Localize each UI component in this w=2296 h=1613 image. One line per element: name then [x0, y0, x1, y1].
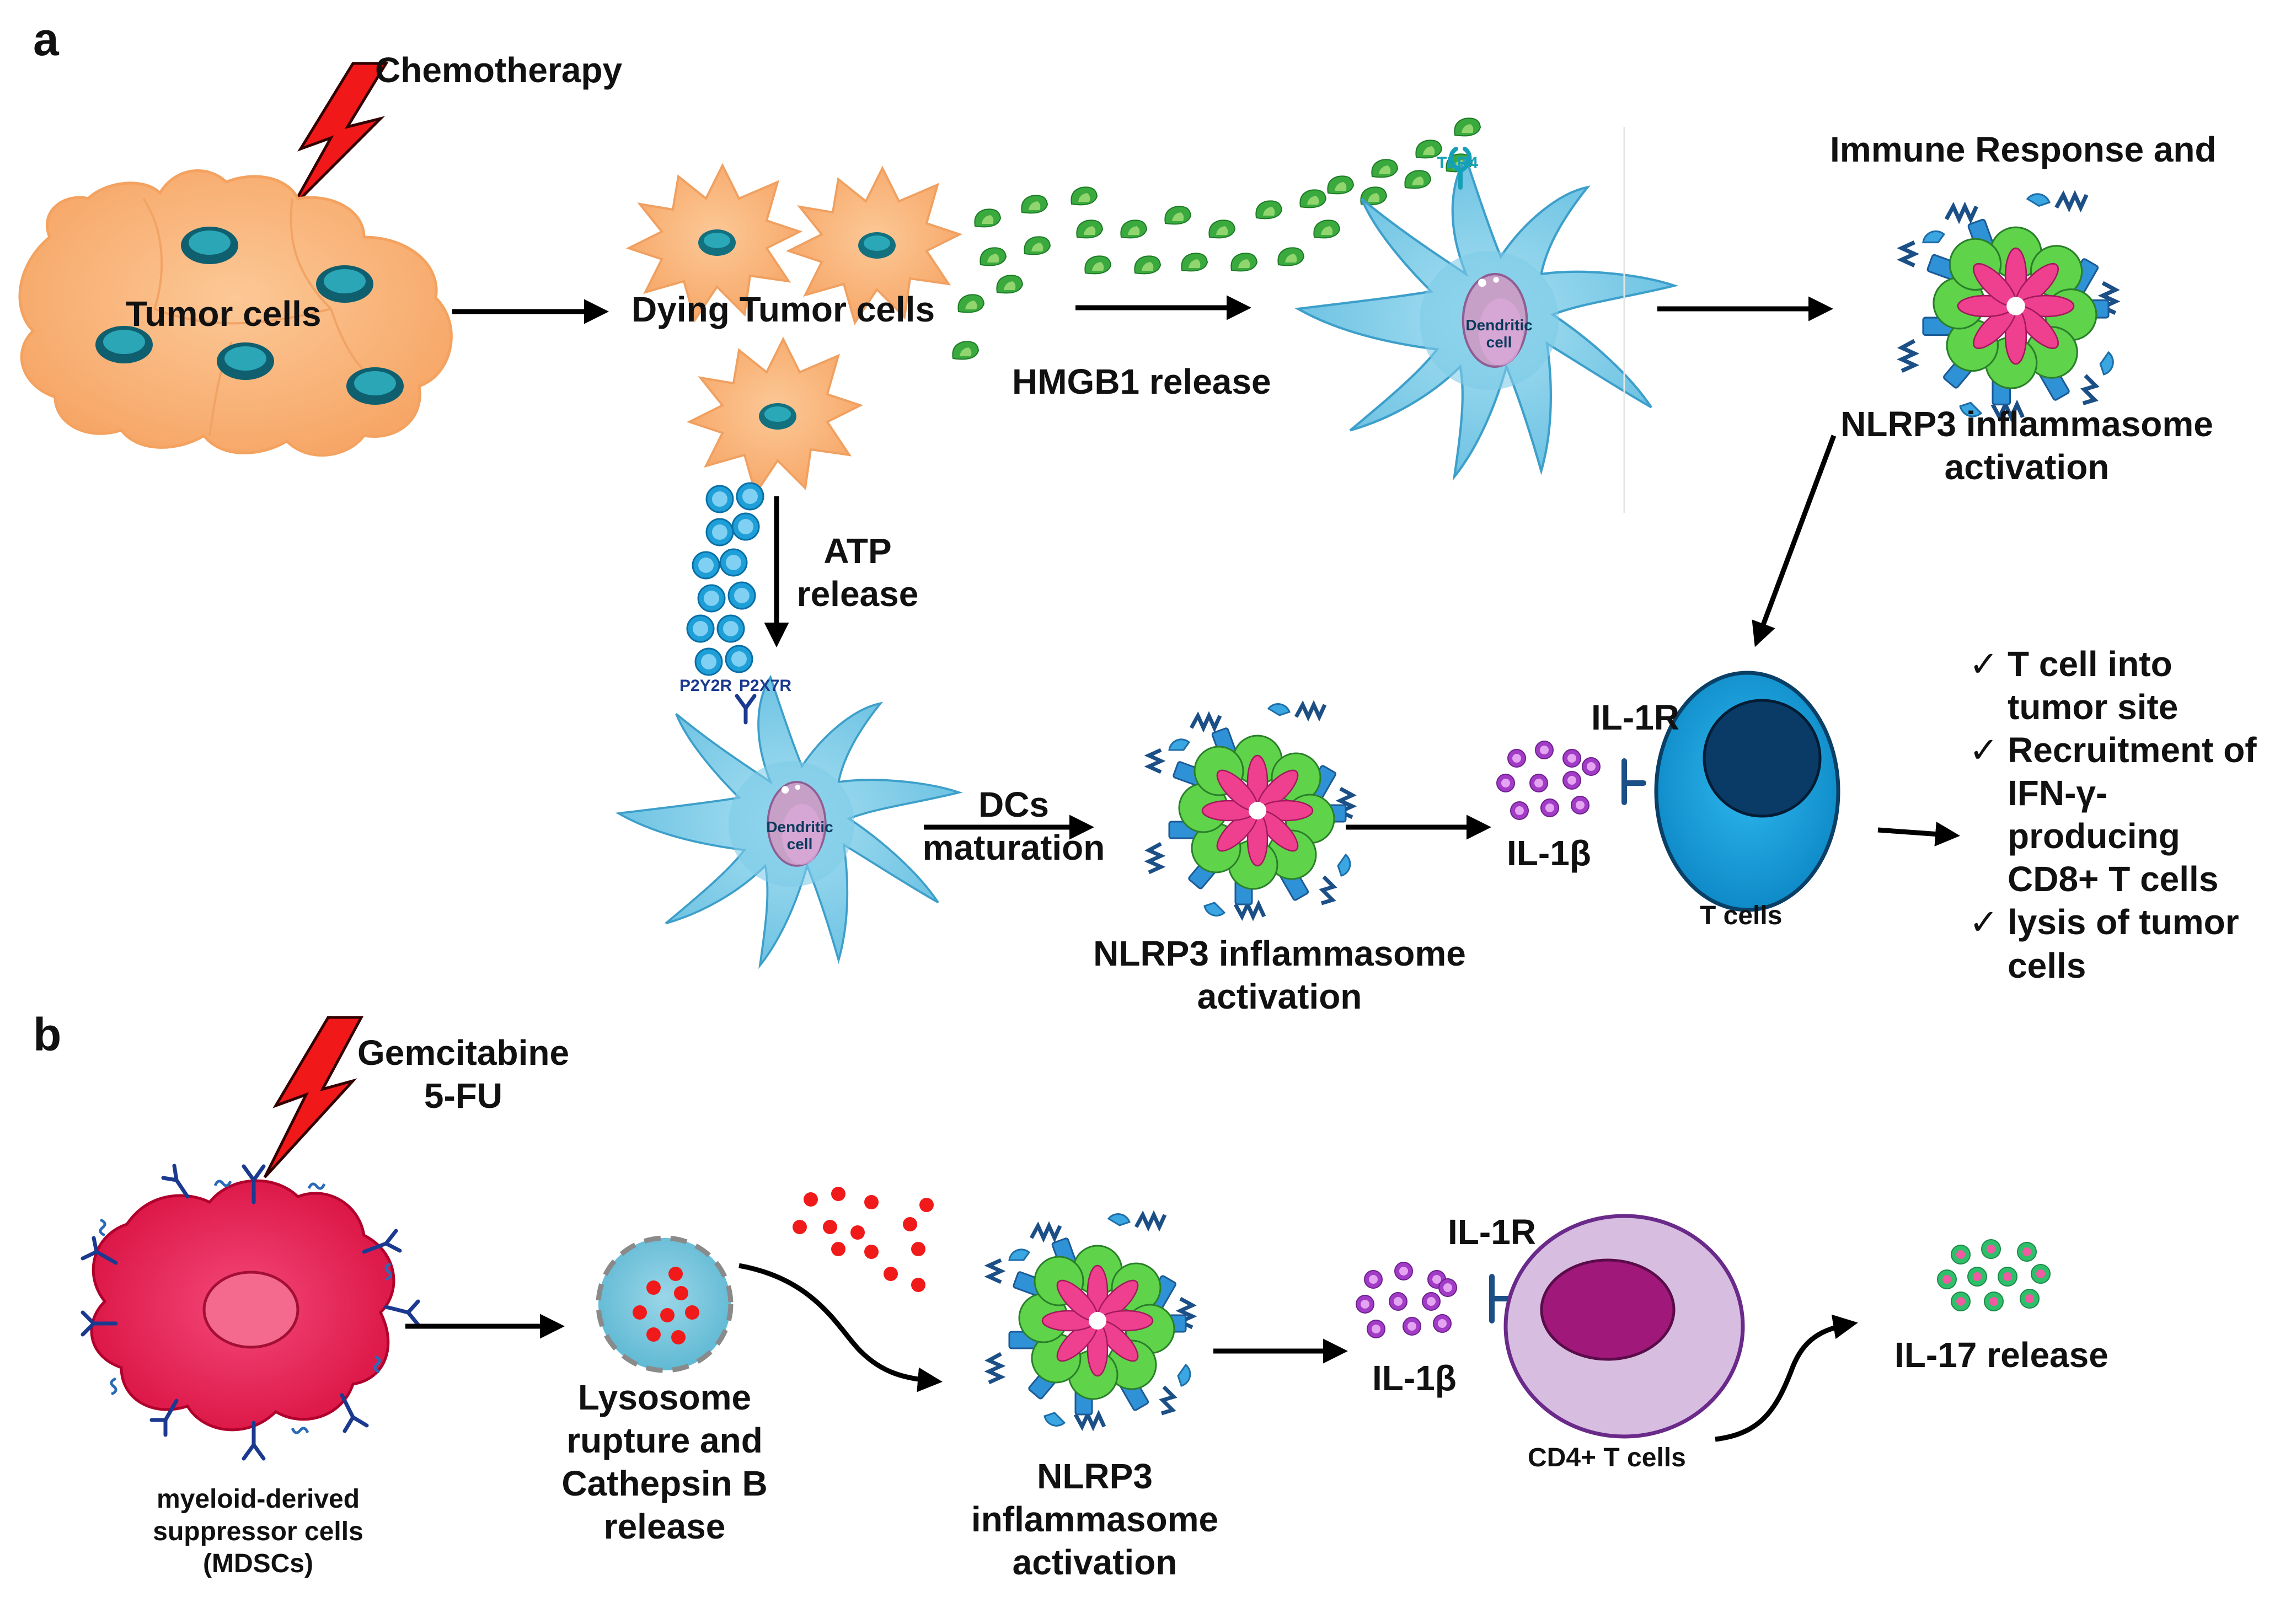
check-icon: ✓ — [1969, 644, 1999, 684]
lysosome-icon — [596, 1235, 734, 1373]
tlr4-label: TLR4 — [1437, 154, 1478, 172]
immune-response-label: Immune Response and — [1830, 130, 2217, 169]
il1b-label-b: IL-1β — [1372, 1358, 1457, 1398]
lysosome-label: Lysosome rupture and Cathepsin B release — [561, 1378, 768, 1547]
panel-a-label: a — [33, 13, 59, 65]
outcome-item: ✓ lysis of tumor cells — [1969, 901, 2257, 987]
inflammasome-icon — [989, 1214, 1192, 1427]
p2y2r-label: P2Y2R — [679, 677, 732, 695]
chemotherapy-label: Chemotherapy — [375, 50, 623, 90]
panel-b-label: b — [33, 1009, 62, 1060]
lightning-icon — [291, 62, 389, 208]
check-icon: ✓ — [1969, 902, 1999, 942]
drugs-label: Gemcitabine 5-FU — [357, 1033, 570, 1116]
dendritic-cell-top-label: Dendritic cell — [1465, 317, 1533, 351]
mdsc-label: myeloid-derived suppressor cells (MDSCs) — [153, 1485, 363, 1579]
nlrp3-bottom-label: NLRP3 inflammasome activation — [1093, 934, 1466, 1017]
dying-tumor-cells-label: Dying Tumor cells — [631, 290, 935, 329]
il1b-molecules — [1356, 1262, 1457, 1338]
il1r-label-a: IL-1R — [1591, 698, 1679, 737]
cd4-t-cells-label: CD4+ T cells — [1528, 1443, 1686, 1472]
mdsc-icon — [81, 1164, 420, 1461]
nlrp3-top-label: NLRP3 inflammasome activation — [1840, 404, 2213, 487]
il1r-label-b: IL-1R — [1448, 1212, 1536, 1252]
lightning-icon — [263, 1016, 364, 1178]
il1b-label-a: IL-1β — [1507, 833, 1591, 873]
p2x7r-label: P2X7R — [739, 677, 792, 695]
dendritic-cell-bottom-label: Dendritic cell — [766, 818, 833, 853]
tumor-cell-icon — [18, 169, 453, 457]
nlrp3-b-label: NLRP3 inflammasome activation — [971, 1456, 1219, 1583]
il17-release-label: IL-17 release — [1894, 1335, 2108, 1375]
outcome-item: ✓ T cell into tumor site — [1969, 642, 2257, 728]
t-cells-label: T cells — [1700, 901, 1783, 930]
atp-molecules — [686, 482, 764, 676]
hmgb1-release-label: HMGB1 release — [1012, 362, 1271, 401]
t-cell-icon — [1654, 671, 1840, 912]
atp-release-label: ATP release — [796, 531, 919, 614]
il1b-molecules — [1496, 741, 1601, 820]
dcs-maturation-label: DCs maturation — [922, 785, 1105, 868]
il17-molecules — [1937, 1239, 2051, 1311]
check-icon: ✓ — [1969, 730, 1999, 770]
outcome-item: ✓ Recruitment of IFN-γ- producing CD8+ T… — [1969, 728, 2257, 901]
outcomes-list: ✓ T cell into tumor site ✓ Recruitment o… — [1969, 642, 2257, 987]
cathepsin-b-molecules — [793, 1187, 934, 1292]
tumor-cells-label: Tumor cells — [126, 294, 322, 334]
inflammasome-icon — [1149, 704, 1352, 917]
inflammasome-icon — [1902, 194, 2115, 417]
cd4-t-cell-icon — [1503, 1214, 1745, 1439]
